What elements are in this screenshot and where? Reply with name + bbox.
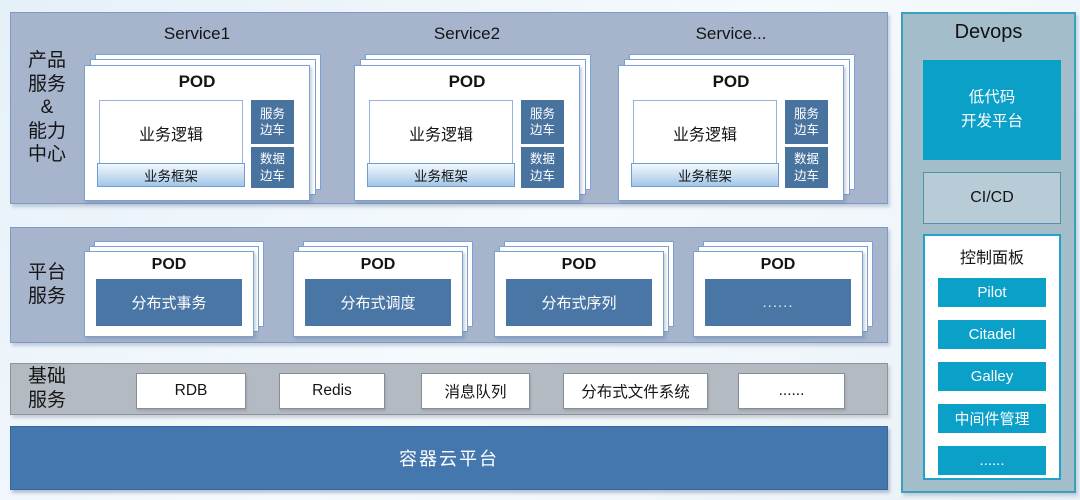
infra-item-more: ...... (738, 373, 845, 409)
sidecar-label-line: 服务 (529, 106, 555, 121)
pod-stack: POD 业务逻辑 业务框架 服务 边车 数据 边车 (84, 54, 321, 201)
business-framework-box: 业务框架 (367, 163, 515, 187)
band-products-services: 产品 服务 & 能力 中心 Service1 POD 业务逻辑 业务框架 服务 … (10, 12, 888, 204)
label-line: 能力 (27, 120, 66, 142)
service-sidecar-box: 服务 边车 (785, 100, 828, 144)
cicd-box: CI/CD (923, 172, 1061, 224)
pod-card: POD 业务逻辑 业务框架 服务 边车 数据 边车 (84, 65, 310, 201)
sidecar-label-line: 边车 (793, 168, 819, 183)
pod-label: POD (760, 256, 796, 273)
control-panel-button-pilot: Pilot (938, 278, 1046, 307)
devops-title: Devops (954, 21, 1023, 43)
pod-stack: POD 业务逻辑 业务框架 服务 边车 数据 边车 (354, 54, 591, 201)
distributed-transaction-box: 分布式事务 (96, 279, 242, 326)
pod-card: POD 业务逻辑 业务框架 服务 边车 数据 边车 (354, 65, 580, 201)
pod-label: POD (360, 256, 396, 273)
control-panel-button-galley: Galley (938, 362, 1046, 391)
business-logic-box: 业务逻辑 (369, 100, 513, 165)
label-line: 平台 (27, 262, 66, 284)
band-infra-services: 基础 服务 RDB Redis 消息队列 分布式文件系统 ...... (10, 363, 888, 415)
business-logic-box: 业务逻辑 (99, 100, 243, 165)
sidecar-label-line: 边车 (259, 168, 285, 183)
band-platform-label: 平台 服务 (13, 228, 81, 342)
infra-item-message-queue: 消息队列 (421, 373, 530, 409)
pod-card: POD ...... (693, 251, 863, 337)
platform-pod-4: POD ...... (693, 241, 873, 337)
platform-more-box: ...... (705, 279, 851, 326)
sidecar-label-line: 数据 (529, 152, 555, 167)
sidecar-label-line: 边车 (259, 123, 285, 137)
service-title: Service2 (433, 24, 501, 43)
lowcode-label-line: 开发平台 (960, 113, 1023, 130)
platform-pod-2: POD 分布式调度 (293, 241, 473, 337)
service-sidecar-box: 服务 边车 (251, 100, 294, 144)
sidecar-label-line: 数据 (793, 152, 819, 167)
label-line: & (40, 97, 54, 119)
sidecar-label-line: 边车 (529, 168, 555, 183)
label-line: 中心 (27, 144, 66, 166)
pod-label: POD (561, 256, 597, 273)
pod-card: POD 分布式事务 (84, 251, 254, 337)
pod-label: POD (178, 72, 216, 91)
data-sidecar-box: 数据 边车 (521, 147, 564, 188)
infra-item-rdb: RDB (136, 373, 246, 409)
lowcode-platform-box: 低代码 开发平台 (923, 60, 1061, 160)
pod-label: POD (151, 256, 187, 273)
lowcode-label-line: 低代码 (968, 88, 1016, 106)
label-line: 产品 (27, 50, 66, 72)
band-infra-label: 基础 服务 (13, 364, 81, 414)
business-logic-box: 业务逻辑 (633, 100, 777, 165)
pod-stack: POD 业务逻辑 业务框架 服务 边车 数据 边车 (618, 54, 855, 201)
infra-item-redis: Redis (279, 373, 385, 409)
pod-card: POD 业务逻辑 业务框架 服务 边车 数据 边车 (618, 65, 844, 201)
distributed-scheduler-box: 分布式调度 (305, 279, 451, 326)
platform-pod-1: POD 分布式事务 (84, 241, 264, 337)
business-framework-box: 业务框架 (631, 163, 779, 187)
pod-card: POD 分布式序列 (494, 251, 664, 337)
sidecar-label-line: 边车 (793, 123, 819, 137)
control-panel-button-middleware: 中间件管理 (938, 404, 1046, 433)
control-panel-title: 控制面板 (959, 250, 1024, 267)
devops-panel: Devops 低代码 开发平台 CI/CD 控制面板 Pilot Citadel… (901, 12, 1076, 493)
control-panel: 控制面板 Pilot Citadel Galley 中间件管理 ...... (923, 234, 1061, 480)
label-line: 基础 (27, 366, 66, 388)
service-group-2: Service2 POD 业务逻辑 业务框架 服务 边车 数据 边车 (354, 13, 591, 203)
band-products-label: 产品 服务 & 能力 中心 (13, 13, 81, 203)
business-framework-box: 业务框架 (97, 163, 245, 187)
container-platform-label: 容器云平台 (399, 449, 499, 469)
data-sidecar-box: 数据 边车 (251, 147, 294, 188)
infra-item-distributed-filesystem: 分布式文件系统 (563, 373, 708, 409)
pod-card: POD 分布式调度 (293, 251, 463, 337)
service-title: Service... (695, 24, 767, 43)
service-group-3: Service... POD 业务逻辑 业务框架 服务 边车 数据 边车 (618, 13, 855, 203)
pod-label: POD (712, 72, 750, 91)
control-panel-button-more: ...... (938, 446, 1046, 475)
sidecar-label-line: 边车 (529, 123, 555, 137)
service-title: Service1 (163, 24, 231, 43)
pod-label: POD (448, 72, 486, 91)
label-line: 服务 (27, 390, 66, 411)
sidecar-label-line: 服务 (793, 106, 819, 121)
sidecar-label-line: 数据 (259, 152, 285, 167)
control-panel-button-citadel: Citadel (938, 320, 1046, 349)
platform-pod-3: POD 分布式序列 (494, 241, 674, 337)
band-platform-services: 平台 服务 POD 分布式事务 POD 分布式调度 POD 分布式序列 (10, 227, 888, 343)
data-sidecar-box: 数据 边车 (785, 147, 828, 188)
label-line: 服务 (27, 73, 66, 95)
service-sidecar-box: 服务 边车 (521, 100, 564, 144)
distributed-sequence-box: 分布式序列 (506, 279, 652, 326)
container-platform-bar: 容器云平台 (10, 426, 888, 490)
service-group-1: Service1 POD 业务逻辑 业务框架 服务 边车 数据 边车 (84, 13, 321, 203)
sidecar-label-line: 服务 (259, 106, 285, 121)
label-line: 服务 (27, 286, 66, 307)
